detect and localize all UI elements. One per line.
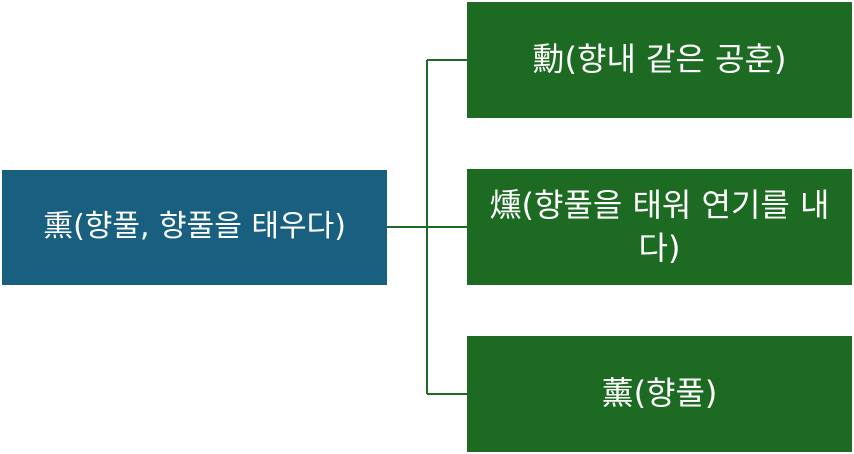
child-node-1: 勳(향내 같은 공훈) xyxy=(467,2,852,118)
child-node-3: 薰(향풀) xyxy=(467,336,852,452)
child-node-1-label: 勳(향내 같은 공훈) xyxy=(532,40,787,79)
root-node-label: 熏(향풀, 향풀을 태우다) xyxy=(43,209,346,245)
child-node-2: 燻(향풀을 태워 연기를 내다) xyxy=(467,169,852,285)
child-node-2-label: 燻(향풀을 태워 연기를 내다) xyxy=(489,185,830,267)
root-node: 熏(향풀, 향풀을 태우다) xyxy=(2,170,387,285)
child-node-3-label: 薰(향풀) xyxy=(601,374,718,413)
